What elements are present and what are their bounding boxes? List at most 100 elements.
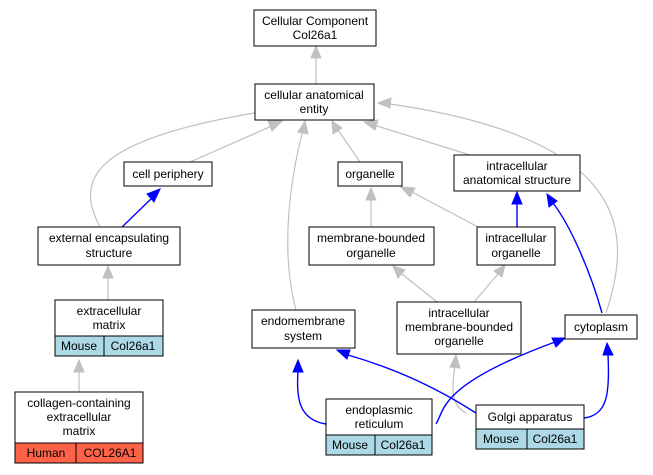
node-golgi-apparatus[interactable]: Golgi apparatus Mouse Col26a1 [475, 404, 585, 450]
node-box [337, 161, 403, 187]
node-label-line: Col26a1 [293, 28, 338, 42]
node-label-line: matrix [63, 424, 96, 438]
annotation-cell-gene [526, 428, 585, 450]
node-box [37, 226, 181, 266]
annotation-cell-gene [103, 335, 164, 357]
node-cellular-component[interactable]: Cellular Component Col26a1 [253, 9, 377, 47]
annotation-gene: Col26a1 [381, 438, 426, 452]
edge-golgi-imbo [452, 365, 467, 414]
annotation-cell-gene [374, 434, 433, 456]
node-label-line: entity [300, 102, 329, 116]
node-label-line: anatomical structure [463, 173, 571, 187]
node-external-encapsulating-structure[interactable]: external encapsulating structure [37, 226, 181, 266]
node-label-line: cell periphery [132, 167, 203, 181]
node-label-line: endomembrane [261, 314, 345, 328]
edge-cyto-ias [552, 202, 603, 314]
edge-arrow [376, 97, 392, 109]
node-box [54, 299, 164, 337]
node-label-line: cytoplasm [574, 320, 628, 334]
edge-arrow [551, 337, 567, 348]
node-endoplasmic-reticulum[interactable]: endoplasmic reticulum Mouse Col26a1 [325, 398, 433, 456]
node-intracellular-organelle[interactable]: intracellular organelle [476, 226, 556, 266]
node-box [325, 398, 433, 436]
edge-arrow [602, 341, 614, 356]
node-box [476, 226, 556, 266]
node-label-line: Golgi apparatus [488, 410, 573, 424]
node-cellular-anatomical-entity[interactable]: cellular anatomical entity [254, 83, 375, 121]
node-label-line: Cellular Component [262, 14, 369, 28]
edge-arrow [297, 119, 309, 135]
edge-er-endo [296, 371, 327, 425]
node-endomembrane-system[interactable]: endomembrane system [251, 309, 356, 349]
node-box [396, 301, 522, 355]
edge-er-cyto [435, 341, 556, 425]
node-label-line: extracellular [77, 304, 142, 318]
edge-golgi-cyto [583, 354, 610, 419]
node-label-line: matrix [93, 318, 126, 332]
edge-ees-cellper [121, 197, 153, 228]
edge-imbo-mbo [401, 273, 438, 303]
node-intracellular-anatomical-structure[interactable]: intracellular anatomical structure [453, 154, 581, 192]
node-label-line: external encapsulating [49, 231, 169, 245]
node-label-line: organelle [434, 334, 484, 348]
node-label-line: collagen-containing [27, 396, 130, 410]
node-label-line: extracellular [47, 410, 112, 424]
edge-arrow [267, 120, 284, 132]
edge-io-organelle [411, 191, 479, 228]
annotation-gene: Col26a1 [533, 432, 578, 446]
nodes: Cellular Component Col26a1 cellular anat… [14, 9, 638, 464]
node-organelle[interactable]: organelle [337, 161, 403, 187]
edge-arrow [310, 44, 322, 59]
edge-arrow [546, 192, 558, 208]
node-cytoplasm[interactable]: cytoplasm [564, 314, 638, 340]
annotation-cell-gene [75, 442, 144, 464]
edge-ees-cae [89, 111, 261, 228]
node-collagen-containing-extracellular-matrix[interactable]: collagen-containing extracellular matrix… [14, 391, 144, 464]
edge-arrow [331, 119, 343, 135]
node-label-line: intracellular [486, 159, 547, 173]
edge-arrow [73, 358, 85, 373]
annotation-species: Mouse [332, 438, 368, 452]
node-box [308, 226, 435, 266]
node-box [251, 309, 356, 349]
edge-organelle-cae [337, 129, 361, 163]
edge-endo-cae [287, 129, 304, 311]
node-box [453, 154, 581, 192]
annotation-gene: COL26A1 [84, 446, 137, 460]
node-label-line: structure [86, 246, 133, 260]
node-box [564, 314, 638, 340]
edge-arrow [365, 186, 377, 201]
edge-arrow [511, 190, 523, 205]
node-membrane-bounded-organelle[interactable]: membrane-bounded organelle [308, 226, 435, 266]
edge-arrow [146, 188, 161, 203]
node-label-line: membrane-bounded [405, 320, 513, 334]
edge-arrow [493, 264, 506, 278]
node-extracellular-matrix[interactable]: extracellular matrix Mouse Col26a1 [54, 299, 164, 357]
edge-arrow [335, 349, 351, 360]
node-intracellular-membrane-bounded-organelle[interactable]: intracellular membrane-bounded organelle [396, 301, 522, 355]
node-label-line: intracellular [428, 306, 489, 320]
edge-arrow [292, 358, 304, 373]
node-cell-periphery[interactable]: cell periphery [123, 161, 213, 187]
node-box [475, 404, 585, 430]
node-label-line: reticulum [355, 417, 404, 431]
edge-golgi-endo [347, 354, 477, 414]
edge-cyto-cae [389, 103, 619, 314]
node-box [254, 83, 375, 121]
node-label-line: organelle [491, 246, 541, 260]
annotation-species: Human [27, 446, 66, 460]
node-label-line: membrane-bounded [317, 231, 425, 245]
node-box [253, 9, 377, 47]
node-label-line: organelle [345, 167, 395, 181]
edge-arrow [399, 186, 416, 198]
annotation-gene: Col26a1 [111, 339, 156, 353]
edge-arrow [102, 264, 114, 279]
node-label-line: intracellular [485, 231, 546, 245]
edge-arrow [362, 119, 379, 131]
edge-imbo-io [473, 273, 499, 303]
node-box [14, 391, 144, 444]
edge-arrow [449, 353, 461, 369]
edge-ias-cae [373, 124, 471, 156]
